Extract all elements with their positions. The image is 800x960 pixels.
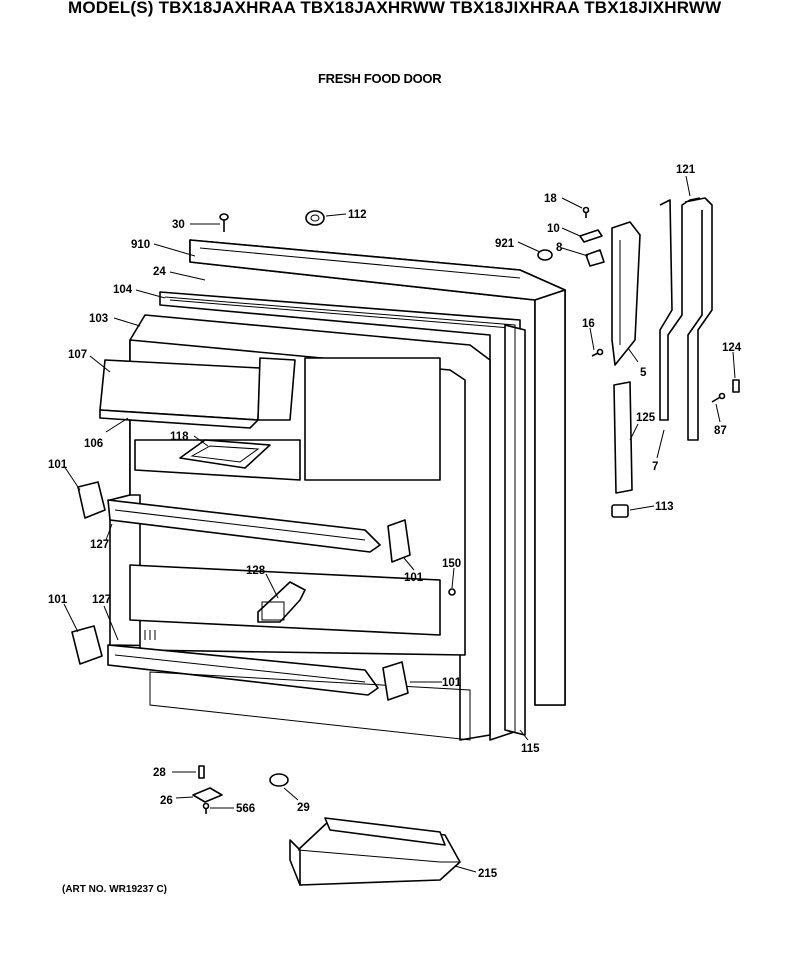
tray xyxy=(179,439,271,469)
cap-29 xyxy=(269,773,289,787)
part-labels: 30 112 910 24 104 103 107 106 118 101 12… xyxy=(48,164,742,880)
label-106: 106 xyxy=(84,438,103,450)
section-title: FRESH FOOD DOOR xyxy=(318,71,442,86)
screw-16 xyxy=(591,348,604,357)
label-107: 107 xyxy=(68,349,87,361)
door-outer-panel xyxy=(189,239,566,706)
art-number: (ART NO. WR19237 C) xyxy=(62,884,168,895)
label-18: 18 xyxy=(544,193,557,205)
label-124: 124 xyxy=(722,342,742,354)
plate-26 xyxy=(192,787,223,803)
small-part-113 xyxy=(611,504,629,518)
label-101-b: 101 xyxy=(404,572,424,584)
shelf-bracket-4 xyxy=(382,661,409,701)
part-124 xyxy=(732,379,740,393)
screw-566 xyxy=(202,802,210,814)
screw-18 xyxy=(582,206,590,218)
pin-28 xyxy=(198,765,205,779)
label-118: 118 xyxy=(170,431,189,443)
shelf-bar-upper xyxy=(107,499,381,553)
label-8: 8 xyxy=(556,242,563,254)
shelf-bar-lower xyxy=(107,644,379,696)
models-title: MODEL(S) TBX18JAXHRAA TBX18JAXHRWW TBX18… xyxy=(68,0,722,17)
label-30: 30 xyxy=(172,219,185,231)
shelf-bracket-2 xyxy=(387,519,411,563)
label-112: 112 xyxy=(348,209,367,221)
label-101-d: 101 xyxy=(442,677,462,689)
shelf-bracket-1 xyxy=(77,481,106,519)
label-24: 24 xyxy=(153,266,166,278)
part-150 xyxy=(448,588,456,596)
screw-87 xyxy=(711,392,726,403)
label-128: 128 xyxy=(246,565,266,577)
label-910: 910 xyxy=(131,239,150,251)
label-101-c: 101 xyxy=(48,594,68,606)
label-566: 566 xyxy=(236,803,255,815)
label-87: 87 xyxy=(714,425,727,437)
label-16: 16 xyxy=(582,318,595,330)
cap-921 xyxy=(537,249,553,261)
label-103: 103 xyxy=(89,313,108,325)
label-113: 113 xyxy=(655,501,674,513)
label-115: 115 xyxy=(521,743,540,755)
dairy-door xyxy=(99,357,296,429)
plug-112 xyxy=(305,210,325,226)
hinge-plate-125 xyxy=(613,381,633,494)
label-921: 921 xyxy=(495,238,515,250)
shelf-bracket-3 xyxy=(71,625,103,665)
label-7: 7 xyxy=(652,461,658,473)
label-127-b: 127 xyxy=(92,594,111,606)
label-26: 26 xyxy=(160,795,173,807)
gasket-strip xyxy=(504,324,526,736)
hinge-bracket-5 xyxy=(611,221,641,366)
part-10 xyxy=(579,229,603,243)
part-128-bracket xyxy=(257,581,306,623)
label-215: 215 xyxy=(478,868,498,880)
label-127-a: 127 xyxy=(90,539,109,551)
label-29: 29 xyxy=(297,802,310,814)
label-10: 10 xyxy=(547,223,560,235)
screw-30 xyxy=(219,213,229,232)
label-150: 150 xyxy=(442,558,461,570)
bottom-rail xyxy=(149,671,471,741)
label-104: 104 xyxy=(113,284,133,296)
leader-lines xyxy=(63,175,736,873)
label-5: 5 xyxy=(640,367,647,379)
part-8 xyxy=(585,249,605,267)
label-125: 125 xyxy=(636,412,656,424)
hinge-bar-121 xyxy=(659,197,713,441)
bin-215 xyxy=(289,817,461,886)
label-101-a: 101 xyxy=(48,459,68,471)
label-121: 121 xyxy=(676,164,696,176)
label-28: 28 xyxy=(153,767,166,779)
